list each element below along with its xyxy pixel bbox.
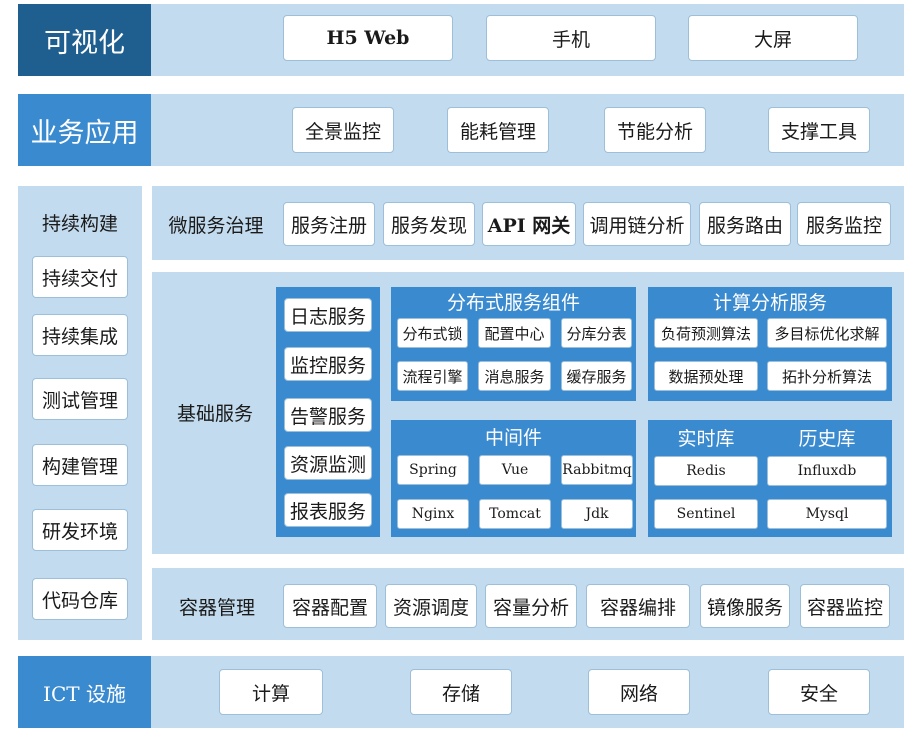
microservice-item-monitor: 服务监控: [797, 202, 891, 246]
distributed-item-sharding: 分库分表: [561, 318, 632, 348]
distributed-item-cache: 缓存服务: [561, 361, 632, 391]
business-item-panorama: 全景监控: [292, 107, 394, 153]
realtime-db-redis: Redis: [654, 456, 758, 486]
microservice-item-gateway: API 网关: [482, 202, 576, 246]
history-db-title: 历史库: [798, 427, 856, 450]
container-item-monitor: 容器监控: [800, 584, 890, 628]
microservice-item-tracing: 调用链分析: [583, 202, 691, 246]
container-item-config: 容器配置: [283, 584, 377, 628]
visualization-item-mobile: 手机: [486, 15, 656, 61]
distributed-title: 分布式服务组件: [446, 291, 580, 314]
visualization-item-bigscreen: 大屏: [688, 15, 858, 61]
base-service-log: 日志服务: [284, 298, 372, 332]
business-title: 业务应用: [18, 94, 151, 166]
container-item-schedule: 资源调度: [385, 584, 477, 628]
visualization-item-h5web: H5 Web: [283, 15, 453, 61]
container-item-orchestration: 容器编排: [586, 584, 690, 628]
base-service-monitor: 监控服务: [284, 347, 372, 381]
cicd-item-testing: 测试管理: [32, 378, 128, 420]
middleware-item-tomcat: Tomcat: [479, 499, 551, 529]
compute-title: 计算分析服务: [712, 291, 827, 314]
cicd-item-repo: 代码仓库: [32, 578, 128, 620]
microservice-item-discovery: 服务发现: [383, 202, 475, 246]
compute-item-forecast: 负荷预测算法: [654, 318, 758, 348]
base-service-report: 报表服务: [284, 493, 372, 527]
cicd-item-build: 构建管理: [32, 444, 128, 486]
compute-item-optimize: 多目标优化求解: [767, 318, 887, 348]
microservice-item-register: 服务注册: [283, 202, 375, 246]
realtime-db-title: 实时库: [677, 427, 735, 450]
ict-item-storage: 存储: [410, 669, 512, 715]
cicd-title: 持续构建: [41, 212, 118, 235]
container-item-image: 镜像服务: [700, 584, 790, 628]
microservice-item-routing: 服务路由: [699, 202, 791, 246]
compute-item-topology: 拓扑分析算法: [767, 361, 887, 391]
realtime-db-sentinel: Sentinel: [654, 499, 758, 529]
distributed-item-lock: 分布式锁: [397, 318, 468, 348]
distributed-item-config: 配置中心: [478, 318, 551, 348]
distributed-item-workflow: 流程引擎: [397, 361, 468, 391]
ict-item-network: 网络: [588, 669, 690, 715]
cicd-item-devenv: 研发环境: [32, 509, 128, 551]
history-db-mysql: Mysql: [767, 499, 887, 529]
middleware-item-jdk: Jdk: [561, 499, 633, 529]
microservice-title: 微服务治理: [168, 214, 264, 237]
ict-item-compute: 计算: [219, 669, 323, 715]
middleware-item-spring: Spring: [397, 455, 469, 485]
container-item-capacity: 容量分析: [485, 584, 577, 628]
middleware-item-rabbitmq: Rabbitmq: [561, 455, 633, 485]
middleware-item-nginx: Nginx: [397, 499, 469, 529]
compute-item-preprocess: 数据预处理: [654, 361, 758, 391]
business-item-saving: 节能分析: [604, 107, 706, 153]
business-item-tools: 支撑工具: [768, 107, 870, 153]
base-title: 基础服务: [176, 402, 253, 425]
base-service-alarm: 告警服务: [284, 398, 372, 432]
ict-title: ICT 设施: [18, 656, 151, 728]
cicd-item-integration: 持续集成: [32, 314, 128, 356]
middleware-title: 中间件: [484, 426, 542, 449]
distributed-item-message: 消息服务: [478, 361, 551, 391]
history-db-influxdb: Influxdb: [767, 456, 887, 486]
ict-item-security: 安全: [768, 669, 870, 715]
business-item-energy: 能耗管理: [447, 107, 549, 153]
middleware-item-vue: Vue: [479, 455, 551, 485]
cicd-item-delivery: 持续交付: [32, 256, 128, 298]
base-service-resource: 资源监测: [284, 446, 372, 480]
visualization-title: 可视化: [18, 4, 151, 76]
container-title: 容器管理: [178, 596, 255, 619]
